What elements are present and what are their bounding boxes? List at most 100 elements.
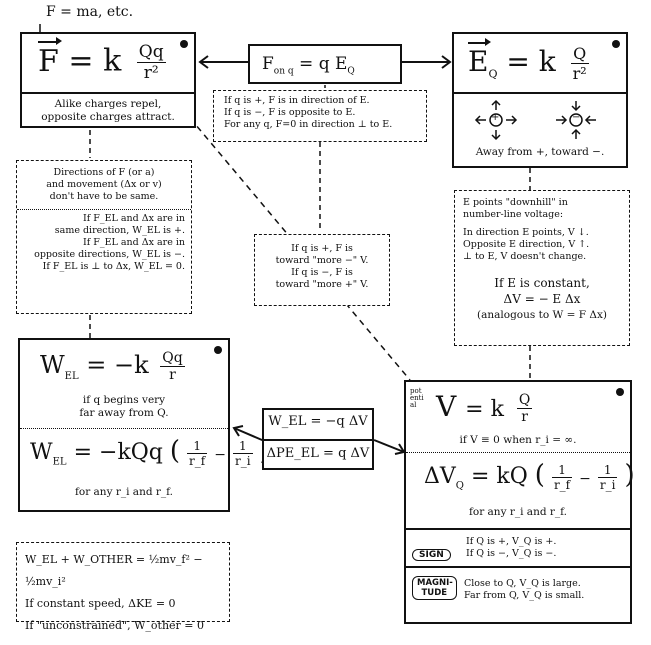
potential-formula-infinity: V = k Q r (436, 390, 533, 425)
direction-rules: If F_EL and Δx are in same direction, W_… (25, 213, 185, 273)
sign-tag-wrap: SIGN (412, 542, 451, 561)
coulomb-constant: k (538, 45, 556, 78)
force-field-formula: Fon q = q EQ (262, 54, 355, 76)
arrowhead-right-top (441, 55, 452, 69)
potential-energy-formula: ΔPE_EL = q ΔV (266, 446, 370, 461)
text-line: ⊥ to E, V doesn't change. (463, 251, 587, 262)
voltage-note-text: If q is +, F is toward "more −" V. If q … (255, 243, 389, 291)
divider (264, 439, 372, 441)
potential-caption-general: for any r_i and r_f. (468, 506, 568, 518)
caption-line: far away from Q. (79, 407, 169, 419)
fraction-numerator: 1 (187, 439, 208, 454)
work-energy-text: W_EL + W_OTHER = ½mv_f² − ½mv_i² If cons… (25, 549, 229, 637)
text-line: Far from Q, V_Q is small. (464, 590, 585, 601)
text-line: same direction, W_EL is +. (54, 225, 185, 236)
inverse-initial-fraction: 1 r_i (597, 463, 618, 492)
potential-fraction: Q r (516, 392, 533, 425)
force-field-link-box: Fon q = q EQ (248, 44, 402, 84)
text-line: In direction E points, V ↓. (463, 227, 589, 238)
arrow-to-potential (373, 439, 405, 453)
text-line: If Q is −, V_Q is −. (466, 548, 557, 559)
divider (20, 428, 228, 429)
voltage-direction-note: If q is +, F is toward "more −" V. If q … (254, 234, 390, 306)
inverse-initial-fraction: 1 r_i (232, 439, 253, 468)
text-line: ΔV = − E Δx (503, 292, 581, 306)
fraction-denominator: r_i (234, 453, 251, 468)
work-energy-box: W_EL + W_OTHER = ½mv_f² − ½mv_i² If cons… (16, 542, 230, 632)
text-line: and movement (Δx or v) (46, 179, 162, 190)
fraction-numerator: 1 (232, 439, 253, 454)
subscript: Q (488, 67, 498, 81)
coulomb-constant: k (103, 43, 122, 79)
fraction-numerator: Qq (136, 42, 166, 63)
work-formula-general: WEL = −kQq ( 1 r_f − 1 r_i ) (30, 436, 270, 468)
plus-sign: + (491, 112, 500, 123)
divider (17, 209, 191, 210)
box-marker-dot (214, 346, 222, 354)
downhill-rules: In direction E points, V ↓. Opposite E d… (463, 227, 589, 263)
text-line: If Q is +, V_Q is +. (466, 536, 557, 547)
divider (406, 452, 630, 453)
electric-field-formula: EQ = k Q r² (468, 38, 589, 83)
potential-caption-infinity: if V ≡ 0 when r_i = ∞. (459, 434, 577, 446)
text-line: If F_EL and Δx are in (82, 237, 185, 248)
fraction-numerator: Qq (160, 350, 185, 367)
subscript: on q (273, 66, 294, 77)
note-line: toward "more −" V. (275, 255, 369, 266)
electric-potential-box: potential V = k Q r if V ≡ 0 when r_i = … (404, 380, 635, 624)
magnitude-tag: MAGNI-TUDE (412, 576, 457, 600)
text-line: number-line voltage: (463, 209, 564, 220)
fraction-denominator: r (169, 367, 176, 383)
work-formula-infinity: WEL = −k Qq r (40, 350, 185, 383)
text-line: E points "downhill" in (463, 197, 568, 208)
voltage-downhill-box: E points "downhill" in number-line volta… (454, 190, 630, 346)
note-line: If q is −, F is (291, 267, 353, 278)
formula-rhs: = k (465, 397, 504, 422)
inverse-final-fraction: 1 r_f (187, 439, 208, 468)
work-caption-infinity: if q begins very far away from Q. (20, 394, 228, 420)
divider (406, 566, 630, 568)
work-direction-box: Directions of F (or a) and movement (Δx … (16, 160, 192, 314)
fraction-numerator: Q (516, 392, 533, 409)
field-vector-symbol: E (468, 38, 492, 78)
coulomb-force-box: F = k Qq r² Alike charges repel, opposit… (20, 32, 196, 128)
electric-work-box: WEL = −k Qq r if q begins very far away … (18, 338, 270, 512)
fma-note: F = ma, etc. (46, 4, 134, 20)
direction-intro: Directions of F (or a) and movement (Δx … (17, 167, 191, 203)
direction-note-text: If q is +, F is in direction of E. If q … (224, 95, 392, 131)
direction-note: If q is +, F is in direction of E. If q … (213, 90, 427, 142)
work-potential-link-box: W_EL = −q ΔV ΔPE_EL = q ΔV (262, 408, 374, 470)
text-line: opposite directions, W_EL is −. (34, 249, 185, 260)
note-line: If q is +, F is in direction of E. (224, 95, 370, 106)
field-fraction: Q r² (570, 44, 589, 83)
potential-formula-general: ΔVQ = kQ ( 1 r_f − 1 r_i ) (424, 460, 635, 492)
positive-charge-field-icon (474, 99, 518, 141)
arrowhead-left-top (198, 55, 209, 69)
text-line: Close to Q, V_Q is large. (464, 578, 581, 589)
potential-side-label: potential (410, 387, 424, 409)
note-line: If q is +, F is (291, 243, 353, 254)
subscript: EL (52, 456, 67, 468)
note-line: If q is −, F is opposite to E. (224, 107, 356, 118)
caption-line: opposite charges attract. (41, 111, 175, 123)
field-direction-diagram (474, 99, 596, 141)
text-line: If constant speed, ΔKE = 0 (25, 597, 176, 610)
force-vector-symbol: F (38, 36, 62, 79)
coulomb-force-formula: F = k Qq r² (38, 36, 166, 83)
formula-rhs: = kQ (470, 464, 528, 489)
formula-rhs: = −kQq (73, 440, 163, 465)
fraction-denominator: r_f (189, 453, 206, 468)
arrowhead-left-mid (232, 425, 244, 437)
box-marker-dot (180, 40, 188, 48)
dashed-force-to-potential (189, 117, 411, 381)
box-marker-dot (612, 40, 620, 48)
box-marker-dot (616, 388, 624, 396)
negative-charge-field-icon (556, 101, 596, 139)
divider (22, 92, 194, 94)
subscript: Q (455, 480, 464, 492)
fraction-numerator: 1 (597, 463, 618, 478)
fraction-denominator: r_i (599, 477, 616, 492)
text-line: (analogous to W = F Δx) (477, 309, 607, 321)
text-line: If F_EL is ⊥ to Δx, W_EL = 0. (42, 261, 185, 272)
